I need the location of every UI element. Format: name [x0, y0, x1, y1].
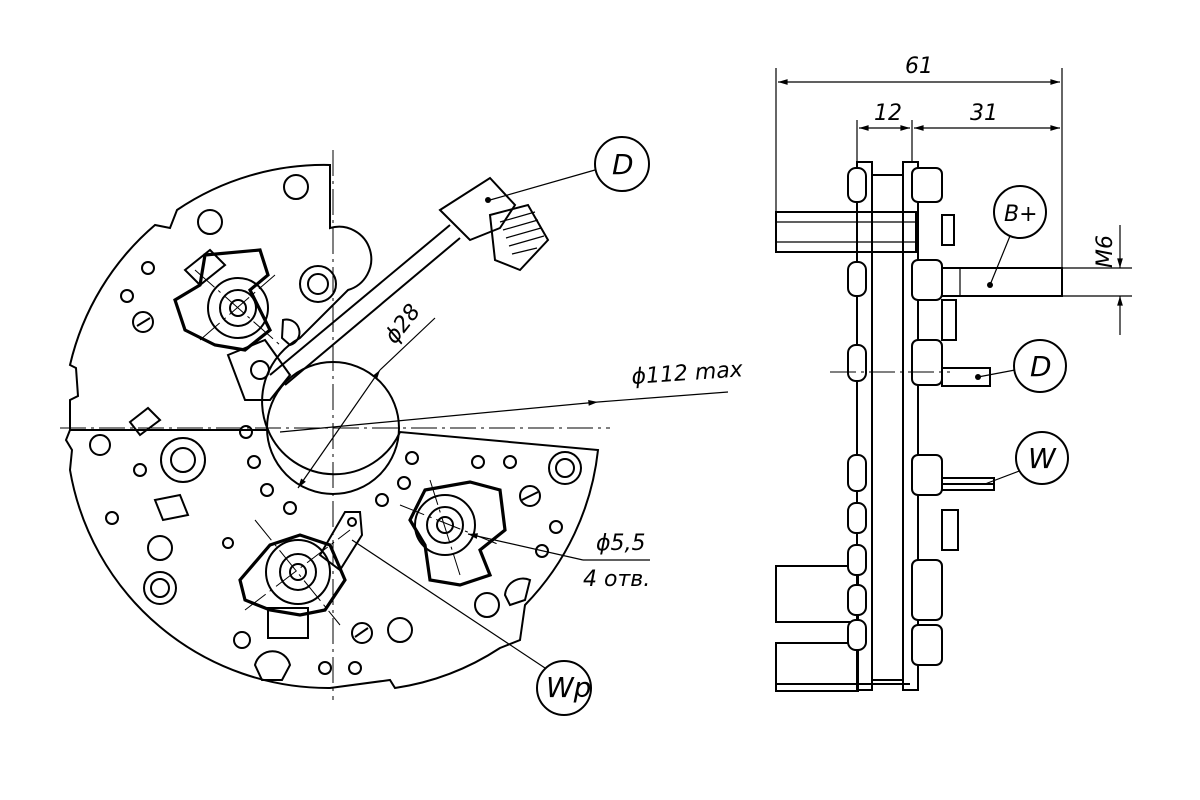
side-plate-front: [902, 161, 919, 691]
side-plate-rear: [856, 161, 873, 691]
callout-bplus-label: B+: [1004, 202, 1038, 227]
side-lower-boss-2: [775, 642, 859, 692]
side-terminal-tabs: [941, 214, 995, 551]
thread-label: M6: [1093, 235, 1118, 268]
callout-w-label: W: [1028, 442, 1057, 475]
diode-pocket-lower-left: [238, 519, 351, 639]
dim-mount-hole: ϕ5,5 4 отв.: [467, 531, 650, 592]
dim-center-hole: ϕ28: [297, 300, 436, 489]
callout-terminal-bplus: B+: [989, 185, 1047, 286]
upper-plate-outline: [68, 163, 373, 431]
terminal-d-lead: [226, 176, 550, 401]
callout-terminal-w: W: [984, 431, 1069, 485]
side-bolt: [775, 211, 917, 253]
mount-hole-count-label: 4 отв.: [583, 567, 650, 592]
callout-terminal-d-top: D: [489, 136, 650, 201]
side-lower-boss-1: [775, 565, 859, 623]
dim-plate-thickness: 12: [859, 101, 910, 131]
side-diode-bodies: [847, 167, 943, 666]
dim-terminal-length: 31: [914, 101, 1060, 131]
dim-thread: M6: [1062, 225, 1132, 335]
center-hole: [266, 361, 400, 495]
callout-d-side-label: D: [1030, 350, 1052, 383]
front-view: ϕ28 ϕ112 max ϕ5,5 4 отв. D Wp: [60, 136, 745, 716]
callout-wp-label: Wp: [546, 671, 591, 704]
side-view: 61 12 31 M6 B+ D: [775, 54, 1132, 692]
diode-pocket-upper: [173, 248, 281, 352]
center-hole-label: ϕ28: [380, 300, 426, 349]
overall-depth-label: 61: [905, 54, 933, 79]
plate-thickness-label: 12: [874, 101, 902, 126]
callout-terminal-wp: Wp: [351, 539, 592, 716]
diode-pocket-lower-right: [399, 479, 507, 587]
mount-hole-label: ϕ5,5: [596, 531, 646, 556]
dim-overall-depth: 61: [778, 54, 1060, 85]
dim-outer-diameter: ϕ112 max: [279, 357, 745, 433]
terminal-wp-lead: [318, 511, 364, 572]
callout-d-top-label: D: [612, 148, 634, 181]
callout-terminal-d-side: D: [977, 339, 1067, 393]
plate-holes: [89, 174, 582, 681]
outer-diameter-label: ϕ112 max: [631, 357, 745, 390]
terminal-length-label: 31: [970, 101, 998, 126]
side-bplus-stud: [929, 267, 1063, 297]
